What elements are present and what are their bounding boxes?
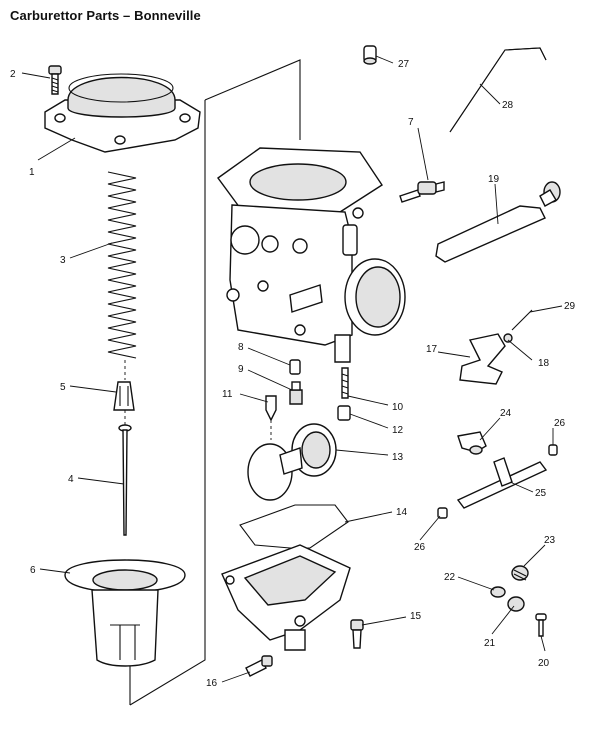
- screw-20-part: [535, 613, 547, 637]
- diagram-title: Carburettor Parts – Bonneville: [10, 8, 201, 23]
- spring-21-part: [507, 596, 525, 612]
- float-part: [247, 423, 337, 501]
- needle-clip-part: [113, 381, 135, 411]
- alignment-dashes: [124, 360, 272, 440]
- spring-part: [107, 171, 137, 359]
- callout-26-lower: 26: [414, 542, 426, 553]
- callout-15: 15: [410, 611, 422, 622]
- callout-19: 19: [488, 174, 500, 185]
- callout-6: 6: [30, 565, 36, 576]
- linkage-part: [459, 333, 506, 385]
- bowl-screw-part: [350, 619, 364, 649]
- spring-23-part: [511, 565, 529, 581]
- callout-8: 8: [238, 342, 244, 353]
- spring-22-part: [490, 586, 506, 598]
- callout-13: 13: [392, 452, 404, 463]
- drain-screw-part: [245, 655, 273, 677]
- washer-part: [337, 405, 351, 421]
- callout-3: 3: [60, 255, 66, 266]
- cap-part: [363, 45, 377, 65]
- callout-20: 20: [538, 658, 550, 669]
- callout-2: 2: [10, 69, 16, 80]
- callout-11: 11: [222, 389, 233, 400]
- callout-24: 24: [500, 408, 512, 419]
- jet-holder-part: [289, 381, 303, 405]
- callout-25: 25: [535, 488, 547, 499]
- callout-23: 23: [544, 535, 556, 546]
- callout-21: 21: [484, 638, 496, 649]
- top-cover-part: [44, 73, 201, 153]
- callout-28: 28: [502, 100, 514, 111]
- cover-screw-part: [48, 65, 62, 95]
- callout-14: 14: [396, 507, 408, 518]
- elbow-fitting-part: [457, 431, 487, 455]
- jet-part: [289, 359, 301, 375]
- callout-18: 18: [538, 358, 550, 369]
- carburettor-body-part: [217, 147, 406, 363]
- callout-16: 16: [206, 678, 218, 689]
- pilot-screw-part: [341, 367, 349, 399]
- callout-7: 7: [408, 117, 414, 128]
- callout-5: 5: [60, 382, 66, 393]
- callout-12: 12: [392, 425, 404, 436]
- needle-part: [118, 424, 132, 536]
- float-needle-part: [265, 395, 277, 422]
- callout-29: 29: [564, 301, 576, 312]
- vent-tube-part: [449, 47, 547, 133]
- callout-22: 22: [444, 572, 456, 583]
- callout-26-upper: 26: [554, 418, 566, 429]
- leader-lines: [21, 55, 563, 683]
- small-spring-part: [511, 309, 533, 331]
- small-cap-upper-part: [548, 444, 558, 456]
- tee-pipe-part: [456, 457, 548, 509]
- float-bowl-part: [221, 544, 351, 651]
- callout-9: 9: [238, 364, 244, 375]
- callout-4: 4: [68, 474, 74, 485]
- callout-27: 27: [398, 59, 410, 70]
- small-cap-lower-part: [437, 507, 448, 519]
- callout-labels: 1 2 3 4 5 6 7 8 9 10 11 12 13 14 15 16 1…: [10, 59, 576, 689]
- diaphragm-piston-part: [64, 559, 186, 667]
- callout-10: 10: [392, 402, 404, 413]
- small-bolt-part: [503, 333, 513, 343]
- gasket-part: [239, 504, 349, 549]
- valve-part: [399, 181, 445, 203]
- callout-1: 1: [29, 167, 35, 178]
- callout-17: 17: [426, 344, 438, 355]
- throttle-lever-part: [435, 181, 561, 263]
